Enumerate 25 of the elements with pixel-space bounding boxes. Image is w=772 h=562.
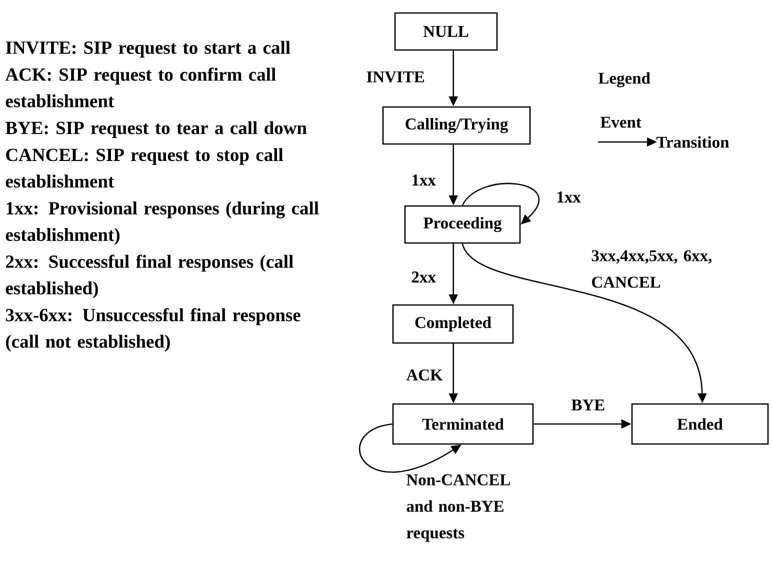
state-box: Ended — [631, 403, 769, 445]
state-box: Calling/Trying — [382, 106, 531, 145]
edge-label: 1xx — [558, 192, 581, 202]
legend-text: Event — [600, 116, 642, 128]
edge-label: INVITE — [366, 71, 424, 83]
state-box: NULL — [394, 12, 498, 51]
edge-label: 2xx — [412, 272, 436, 282]
state-box: Completed — [392, 304, 514, 344]
edge-label: Non-CANCEL and non-BYE requests — [406, 474, 510, 542]
definition-text: INVITE: SIP request to start a call — [6, 40, 290, 58]
state-box: Proceeding — [404, 205, 521, 244]
definition-text: BYE: SIP request to tear a call down — [6, 121, 307, 138]
definition-text: 2xx: Successful final responses (call established) — [6, 254, 294, 298]
legend-text: Transition — [656, 136, 729, 148]
legend-heading: Legend — [598, 72, 650, 88]
edge-label: 3xx,4xx,5xx, 6xx, CANCEL — [592, 250, 712, 288]
definition-text: CANCEL: SIP request to stop call establishment — [6, 148, 284, 188]
state-box: Terminated — [392, 403, 534, 445]
definition-text: 1xx: Provisional responses (during call establishment) — [6, 202, 319, 245]
arrow — [462, 182, 540, 224]
edge-label: ACK — [406, 369, 443, 381]
edge-label: BYE — [571, 400, 604, 410]
definition-text: ACK: SIP request to confirm call establishment — [5, 68, 276, 108]
definition-text: 3xx-6xx: Unsuccessful final response (call not established) — [6, 308, 300, 352]
edge-label: 1xx — [412, 174, 436, 186]
